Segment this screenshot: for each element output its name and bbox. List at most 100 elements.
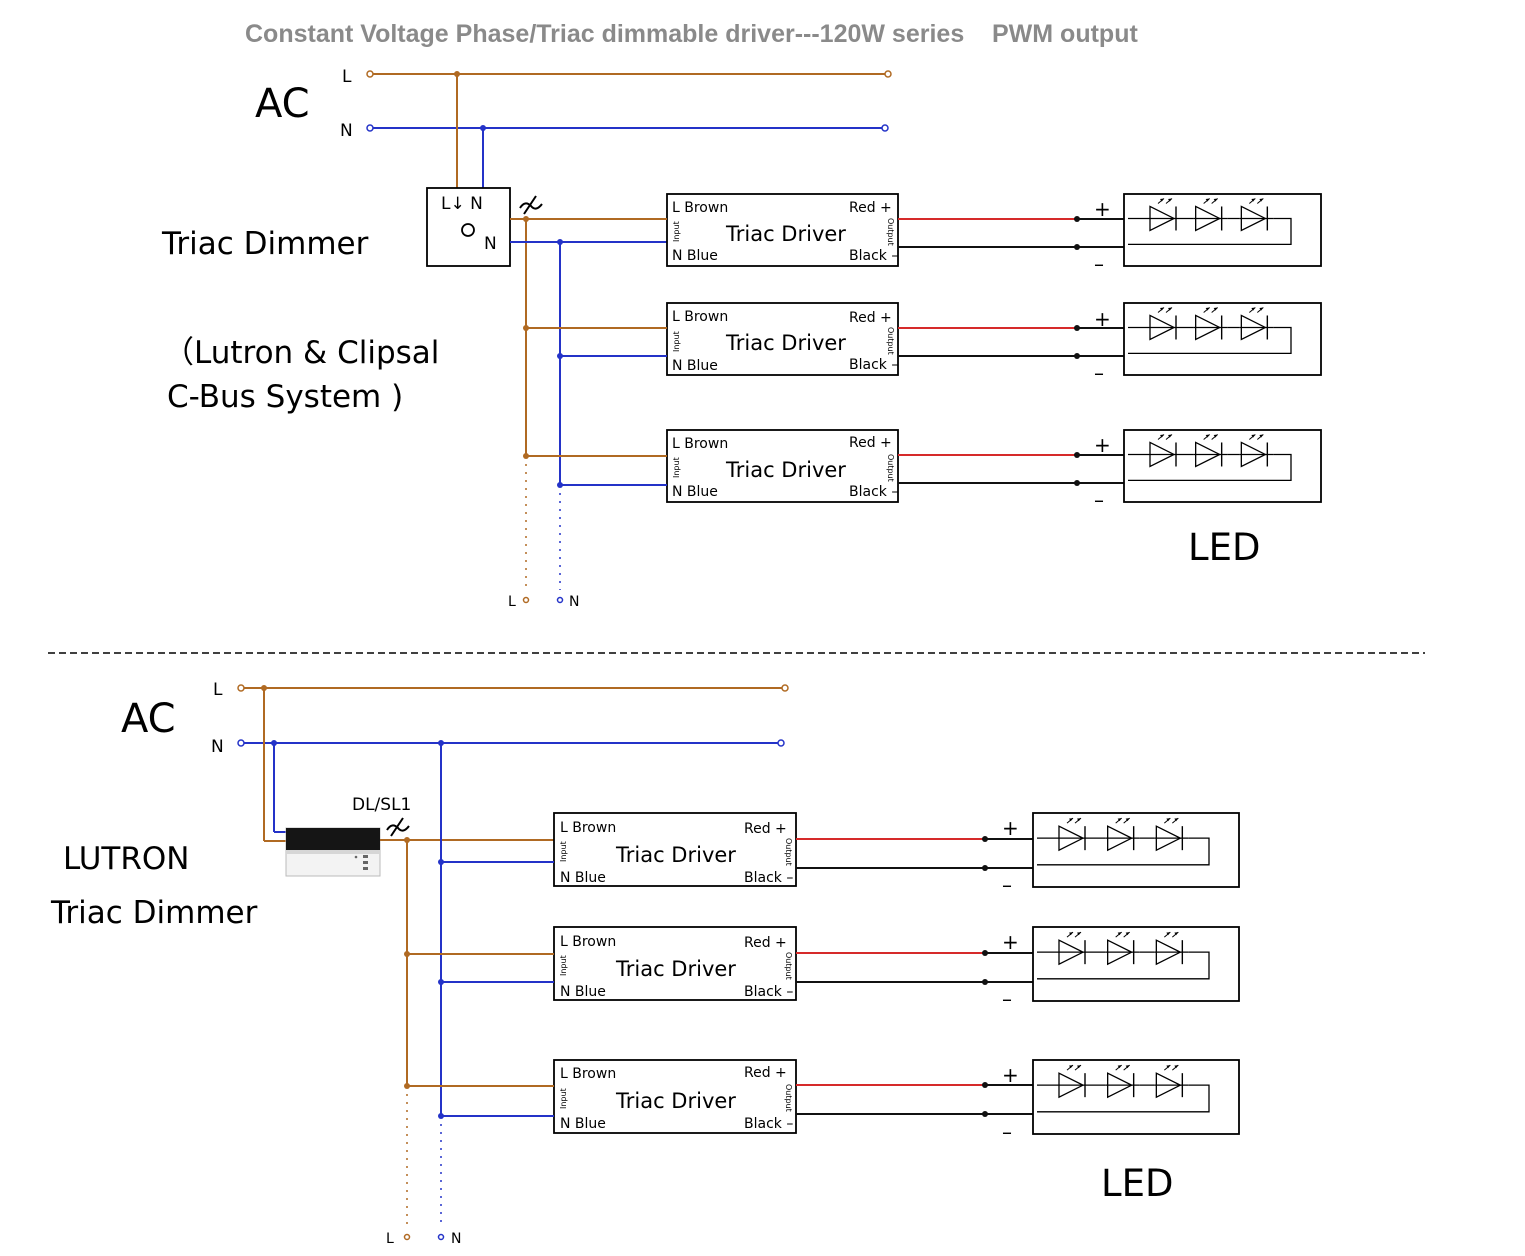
top-dimmer-box-inputs: L↓ N: [441, 194, 483, 214]
driver-output-positive: Red +: [744, 821, 787, 837]
bottom-led2-plus: +: [1002, 930, 1019, 954]
top-ac-neutral-terminal: [366, 124, 374, 132]
top-led2-plus: +: [1094, 307, 1111, 331]
driver-output-side: Output: [784, 838, 793, 866]
top-led3-minus: –: [1094, 488, 1104, 512]
top-led2-minus: –: [1094, 361, 1104, 385]
top-ac-label: AC: [255, 81, 310, 127]
bottom-bus-junction: [438, 740, 444, 746]
bottom-led3-plus: +: [1002, 1063, 1019, 1087]
top-diagram: AC L N L↓ N N Triac Dimmer （Lutron & Cli…: [161, 67, 1322, 610]
top-driver-1: L Brown N Blue Red + Black – Triac Drive…: [666, 193, 899, 267]
led-diode-icon: [1193, 307, 1228, 341]
bottom-ext-live-terminal: [403, 1233, 411, 1241]
top-d3-neutral-junction: [557, 482, 563, 488]
driver-input-side: Input: [559, 955, 568, 976]
led-diode-icon: [1154, 817, 1189, 852]
bottom-d3-negative-junction: [982, 1111, 988, 1117]
top-ac-live-label: L: [342, 67, 352, 87]
top-d3-live-junction: [523, 453, 529, 459]
bottom-d3-neutral-junction: [438, 1113, 444, 1119]
driver-input-side: Input: [559, 1088, 568, 1109]
driver-output-positive: Red +: [849, 200, 892, 216]
bottom-ac-live-label: L: [213, 680, 223, 700]
driver-output-negative: Black –: [849, 248, 898, 264]
top-dimmer-label: Triac Dimmer: [161, 226, 369, 262]
driver-output-positive: Red +: [744, 935, 787, 951]
bottom-d2-live-junction: [404, 951, 410, 957]
top-led-module-1: [1123, 193, 1322, 267]
driver-output-negative: Black –: [849, 484, 898, 500]
bottom-d2-neutral-junction: [438, 979, 444, 985]
driver-input-side: Input: [672, 331, 681, 352]
bottom-led3-minus: –: [1002, 1120, 1012, 1144]
bottom-d2-negative-junction: [982, 979, 988, 985]
driver-box: [553, 812, 797, 887]
top-driver-3: L Brown N Blue Red + Black – Triac Drive…: [666, 429, 899, 503]
driver-output-side: Output: [886, 454, 895, 482]
driver-input-side: Input: [672, 221, 681, 242]
driver-input-neutral: N Blue: [560, 984, 606, 1000]
lutron-dimmer-device-icon: [285, 827, 381, 877]
top-led3-plus: +: [1094, 433, 1111, 457]
top-d2-neutral-junction: [557, 353, 563, 359]
bottom-ext-neutral-label: N: [451, 1231, 461, 1247]
top-led1-plus: +: [1094, 197, 1111, 221]
driver-input-live: L Brown: [672, 436, 728, 452]
top-led-module-2: [1123, 302, 1322, 376]
bottom-led1-minus: –: [1002, 873, 1012, 897]
driver-box: [666, 429, 899, 503]
led-diode-icon: [1154, 1064, 1189, 1099]
top-dimmer-knob-icon: [461, 223, 475, 237]
driver-box: [666, 193, 899, 267]
driver-input-live: L Brown: [560, 820, 616, 836]
driver-input-side: Input: [559, 841, 568, 862]
top-d3-positive-junction: [1074, 452, 1080, 458]
top-ac-live-terminal: [366, 70, 374, 78]
led-diode-icon: [1239, 198, 1274, 232]
bottom-ext-neutral-terminal: [437, 1233, 445, 1241]
bottom-ext-live-label: L: [386, 1231, 394, 1247]
bottom-ac-live-terminal: [237, 684, 245, 692]
diagram-title: Constant Voltage Phase/Triac dimmable dr…: [245, 20, 1138, 48]
driver-output-positive: Red +: [744, 1065, 787, 1081]
top-system-line2: C-Bus System ): [167, 379, 403, 415]
bottom-led-label: LED: [1101, 1162, 1173, 1205]
bottom-led-module-1: [1032, 812, 1240, 888]
driver-name: Triac Driver: [725, 222, 846, 246]
top-ac-live-end: [884, 70, 892, 78]
top-d2-positive-junction: [1074, 325, 1080, 331]
bottom-d1-negative-junction: [982, 865, 988, 871]
top-live-junction: [454, 71, 460, 77]
bottom-driver-2: L Brown N Blue Red + Black – Triac Drive…: [553, 926, 797, 1001]
top-ext-live-label: L: [508, 594, 516, 610]
driver-output-negative: Black –: [744, 1116, 793, 1132]
led-diode-icon: [1148, 307, 1182, 341]
top-neutral-junction: [480, 125, 486, 131]
led-diode-icon: [1148, 434, 1182, 468]
driver-output-negative: Black –: [744, 870, 793, 886]
led-diode-icon: [1148, 198, 1182, 232]
top-dimmer-box-output: N: [484, 234, 497, 254]
bottom-ac-neutral-end: [777, 739, 785, 747]
led-diode-icon: [1154, 931, 1189, 966]
bottom-dimmer-label-line1: LUTRON: [63, 841, 189, 877]
top-ac-neutral-label: N: [340, 121, 353, 141]
driver-input-neutral: N Blue: [672, 484, 718, 500]
bottom-bus-junction: [404, 837, 410, 843]
led-diode-icon: [1105, 1064, 1140, 1099]
bottom-d1-positive-junction: [982, 836, 988, 842]
top-bus-junction: [557, 239, 563, 245]
driver-name: Triac Driver: [615, 1089, 736, 1113]
driver-box: [553, 1059, 797, 1134]
driver-input-neutral: N Blue: [560, 870, 606, 886]
driver-input-side: Input: [672, 457, 681, 478]
driver-output-positive: Red +: [849, 310, 892, 326]
driver-name: Triac Driver: [615, 843, 736, 867]
bottom-dimmer-symbol-icon: [386, 817, 410, 837]
bottom-d1-neutral-junction: [438, 859, 444, 865]
top-d1-negative-junction: [1074, 244, 1080, 250]
top-led-module-3: [1123, 429, 1322, 503]
led-diode-icon: [1193, 434, 1228, 468]
driver-name: Triac Driver: [615, 957, 736, 981]
